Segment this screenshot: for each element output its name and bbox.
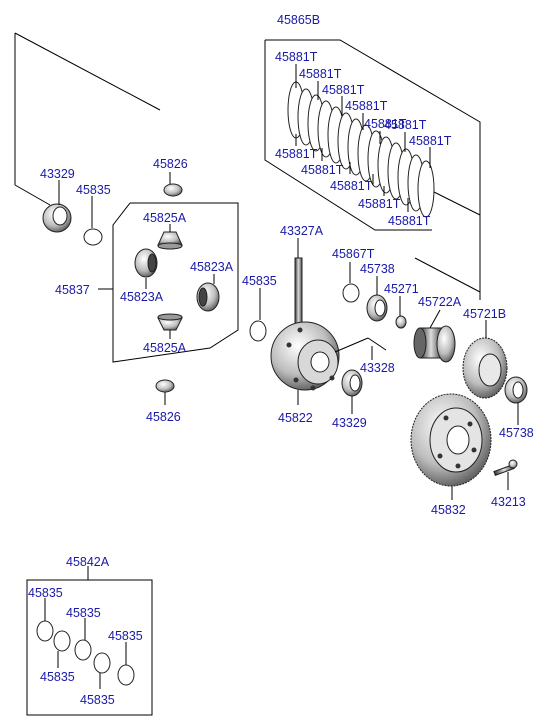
ring-gear-45832 (410, 393, 492, 487)
label-45823A-left[interactable]: 45823A (120, 290, 164, 304)
label-45835-kit-3[interactable]: 45835 (108, 629, 143, 643)
label-43329-left[interactable]: 43329 (40, 167, 75, 181)
label-45822[interactable]: 45822 (278, 411, 313, 425)
label-45835-kit-5[interactable]: 45835 (80, 693, 115, 707)
label-43329-center[interactable]: 43329 (332, 416, 367, 430)
bearing-45738-upper (366, 294, 388, 322)
bearing-43329-center (341, 369, 363, 397)
snap-ring-45867T (342, 283, 360, 303)
side-gear-45823A-right (196, 282, 220, 312)
bolt-43213 (493, 459, 518, 476)
label-45881T-6[interactable]: 45881T (384, 118, 427, 132)
label-45837[interactable]: 45837 (55, 283, 90, 297)
clutch-plate-group-frame (264, 39, 481, 300)
label-45842A[interactable]: 45842A (66, 555, 110, 569)
bearing-45738-right (504, 376, 528, 404)
label-45881T-1[interactable]: 45881T (275, 50, 318, 64)
label-45881T-9[interactable]: 45881T (301, 163, 344, 177)
label-45271[interactable]: 45271 (384, 282, 419, 296)
pinion-gear-group-frame (98, 202, 239, 363)
label-45881T-10[interactable]: 45881T (330, 179, 373, 193)
label-45881T-2[interactable]: 45881T (299, 67, 342, 81)
washer-45826-top (163, 183, 183, 197)
label-45865B[interactable]: 45865B (277, 13, 320, 27)
ring-45835-left (83, 228, 103, 246)
differential-case-45822 (270, 321, 340, 391)
label-45835-kit-1[interactable]: 45835 (28, 586, 63, 600)
nut-45271 (395, 315, 407, 329)
label-45832[interactable]: 45832 (431, 503, 466, 517)
label-45823A-right[interactable]: 45823A (190, 260, 234, 274)
shim-kit-frame (26, 579, 153, 716)
pinion-gear-45825A-top (157, 231, 183, 250)
label-45881T-7[interactable]: 45881T (409, 134, 452, 148)
label-45881T-12[interactable]: 45881T (388, 214, 431, 228)
label-45867T[interactable]: 45867T (332, 247, 375, 261)
label-45722A[interactable]: 45722A (418, 295, 462, 309)
label-45826-top[interactable]: 45826 (153, 157, 188, 171)
gear-45722A (413, 325, 456, 363)
bearing-43329-left (42, 203, 72, 233)
pinion-shaft-43327A (294, 257, 303, 325)
label-45835-kit-2[interactable]: 45835 (66, 606, 101, 620)
part-labels: 45865B 45881T 45881T 45881T 45881T 45881… (28, 13, 534, 707)
washer-45826-bottom (155, 379, 175, 393)
leader-lines (44, 64, 519, 689)
label-45738-upper[interactable]: 45738 (360, 262, 395, 276)
label-45881T-8[interactable]: 45881T (275, 147, 318, 161)
label-45881T-5[interactable]: 45881T (364, 117, 407, 131)
label-45835-left[interactable]: 45835 (76, 183, 111, 197)
label-43328[interactable]: 43328 (360, 361, 395, 375)
pinion-gear-45825A-bottom (157, 313, 183, 331)
label-45835-kit-4[interactable]: 45835 (40, 670, 75, 684)
label-45881T-4[interactable]: 45881T (345, 99, 388, 113)
label-43213[interactable]: 43213 (491, 495, 526, 509)
label-45881T-3[interactable]: 45881T (322, 83, 365, 97)
label-43327A[interactable]: 43327A (280, 224, 324, 238)
clutch-plate-stack (287, 81, 435, 218)
side-gear-45823A-left (134, 248, 158, 278)
label-45835-center[interactable]: 45835 (242, 274, 277, 288)
upper-left-frame-lines (14, 32, 161, 206)
ring-45835-center (249, 320, 267, 342)
label-45881T-11[interactable]: 45881T (358, 197, 401, 211)
label-45738-right[interactable]: 45738 (499, 426, 534, 440)
label-45825A-bottom[interactable]: 45825A (143, 341, 187, 355)
lock-pin-43328 (334, 337, 387, 353)
label-45825A-top[interactable]: 45825A (143, 211, 187, 225)
label-45721B[interactable]: 45721B (463, 307, 506, 321)
gear-45721B (462, 337, 508, 399)
label-45826-bottom[interactable]: 45826 (146, 410, 181, 424)
